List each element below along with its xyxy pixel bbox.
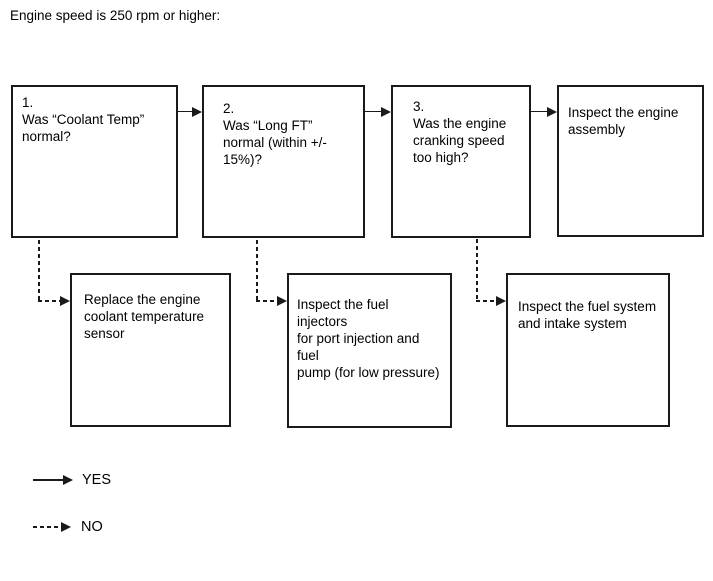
legend-no-label: NO [81,519,103,535]
legend-yes-label: YES [82,472,112,488]
inspect-engine-assembly-box: Inspect the engine assembly [557,85,704,237]
step-3-text: 3. Was the engine cranking speed too hig… [413,99,507,165]
inspect-fuel-injectors-box: Inspect the fuel injectors for port inje… [287,273,452,428]
connector-horizontal-line [256,300,279,302]
inspect-fuel-system-box: Inspect the fuel system and intake syste… [506,273,670,427]
inspect-engine-assembly-text: Inspect the engine assembly [568,105,679,137]
arrowhead-icon [192,106,202,117]
arrow-line [365,110,382,113]
replace-coolant-sensor-text: Replace the engine coolant temperature s… [84,292,205,341]
arrowhead-icon [547,106,557,117]
step-1-box: 1. Was “Coolant Temp” normal? [11,85,178,238]
connector-vertical-line [476,239,478,301]
arrowhead-icon [277,296,287,306]
legend-yes-arrowhead-icon [63,475,73,485]
step-3-box: 3. Was the engine cranking speed too hig… [391,85,531,238]
connector-vertical-line [38,240,40,301]
legend-no-arrowhead-icon [61,522,71,532]
arrowhead-icon [60,296,70,306]
connector-horizontal-line [38,300,62,302]
replace-coolant-sensor-box: Replace the engine coolant temperature s… [70,273,231,427]
step-2-text: 2. Was “Long FT” normal (within +/- 15%)… [223,101,327,167]
legend-yes-arrow-line [33,479,64,481]
connector-horizontal-line [476,300,498,302]
arrowhead-icon [381,106,391,117]
legend-no-arrow-line [33,526,62,528]
inspect-fuel-injectors-text: Inspect the fuel injectors for port inje… [297,297,440,380]
inspect-fuel-system-text: Inspect the fuel system and intake syste… [518,299,657,331]
connector-vertical-line [256,240,258,301]
condition-title: Engine speed is 250 rpm or higher: [10,8,221,23]
step-2-box: 2. Was “Long FT” normal (within +/- 15%)… [202,85,365,238]
arrowhead-icon [496,296,506,306]
arrow-line [531,110,548,113]
arrow-line [178,110,193,113]
step-1-text: 1. Was “Coolant Temp” normal? [22,95,145,144]
